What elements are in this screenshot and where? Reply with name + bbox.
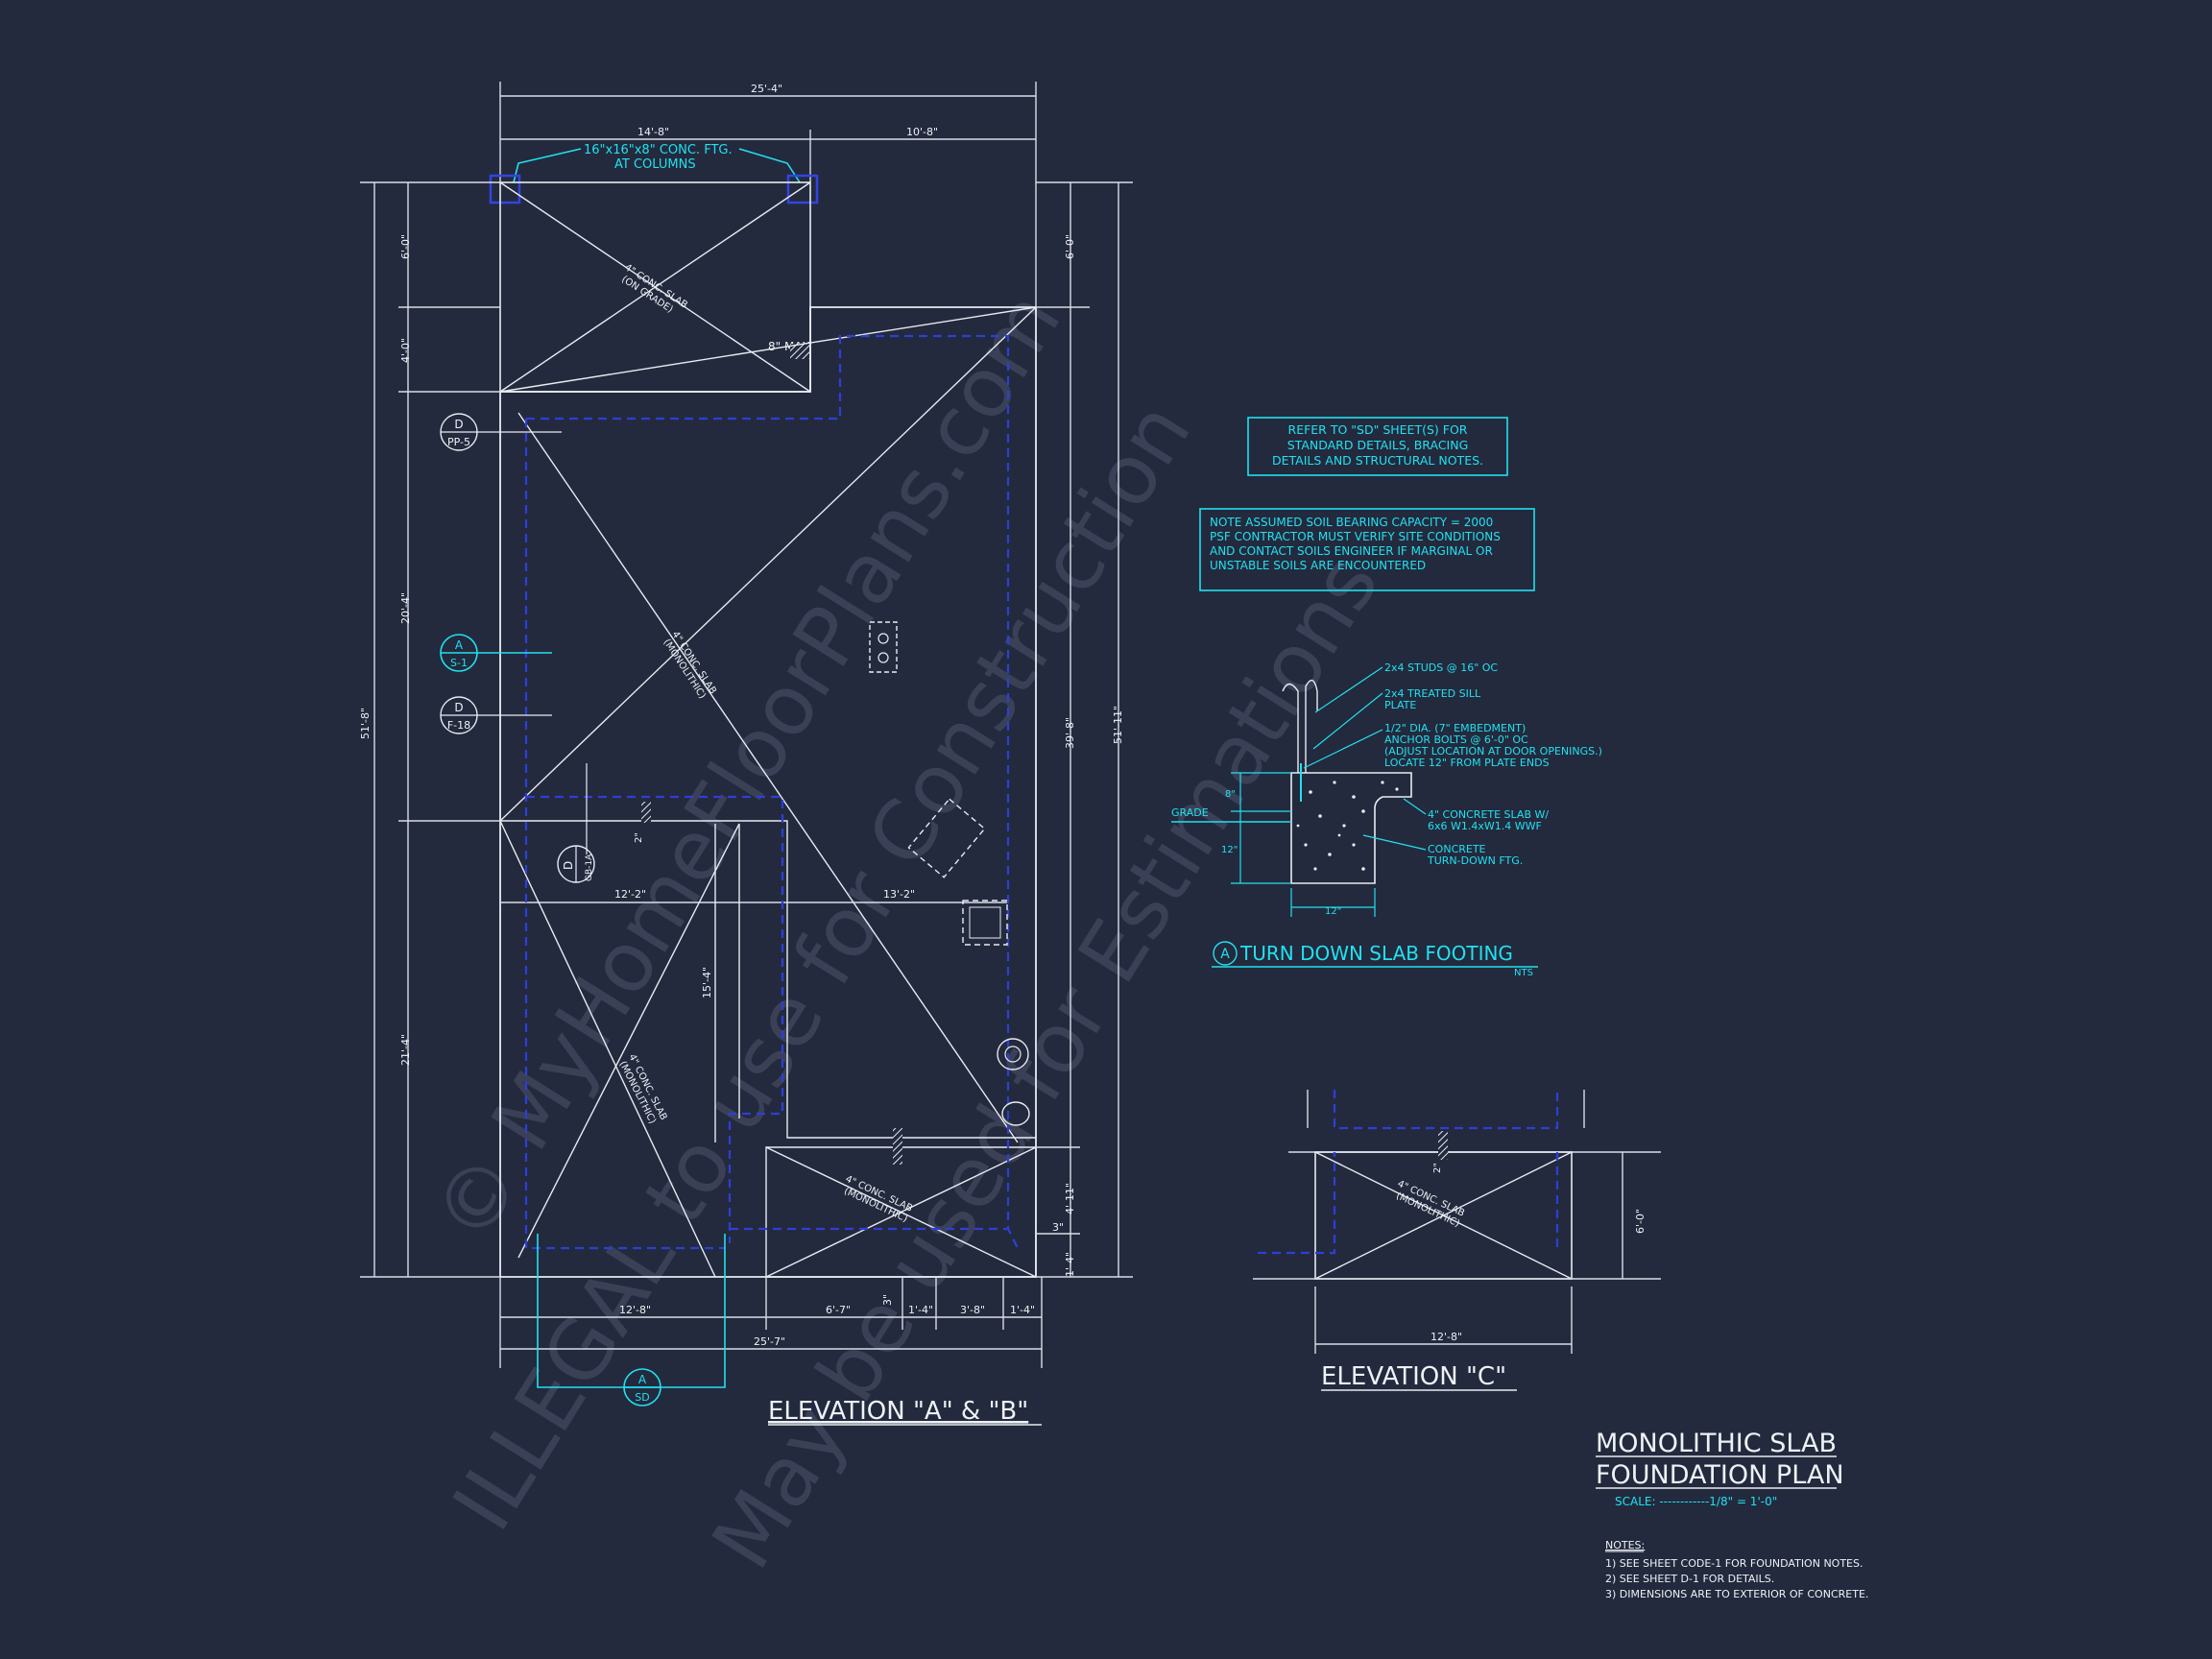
dim-right-39: 39'-8"	[1064, 717, 1076, 749]
elevation-c: 2" 4" CONC. SLAB (MONOLITHIC) 6'-0" 12'-…	[1253, 1090, 1661, 1391]
tag-d-f18-bottom: F-18	[447, 719, 470, 732]
dim-bottom-overall: 25'-7"	[754, 1335, 785, 1348]
dim-13-2: 13'-2"	[883, 888, 915, 901]
note-box-soil-line-2: PSF CONTRACTOR MUST VERIFY SITE CONDITIO…	[1210, 530, 1501, 543]
dim-3-right: 3"	[1052, 1221, 1064, 1234]
elev-c-drop: 2"	[1432, 1163, 1443, 1173]
tag-d-pp5-bottom: PP-5	[447, 436, 470, 448]
note-box-soil-line-1: NOTE ASSUMED SOIL BEARING CAPACITY = 200…	[1210, 516, 1493, 529]
tag-a-s1-top: A	[455, 638, 464, 652]
detail-dim-12h: 12"	[1325, 906, 1341, 917]
dim-bottom-3-8: 3'-8"	[960, 1304, 985, 1316]
tag-a-sd-top: A	[638, 1373, 647, 1386]
title-scale: SCALE: ------------1/8" = 1'-0"	[1615, 1495, 1777, 1508]
note-box-soil-line-3: AND CONTACT SOILS ENGINEER IF MARGINAL O…	[1210, 544, 1493, 558]
tag-a-sd-bottom: SD	[635, 1391, 649, 1404]
note-item-3: 3) DIMENSIONS ARE TO EXTERIOR OF CONCRET…	[1605, 1588, 1868, 1600]
dim-left-21: 21'-4"	[399, 1034, 412, 1066]
dim-bottom-1-4a: 1'-4"	[908, 1304, 933, 1316]
tag-d-gb1a[interactable]: D GB-1A	[557, 763, 595, 883]
note-item-2: 2) SEE SHEET D-1 FOR DETAILS.	[1605, 1573, 1774, 1585]
dim-bottom-1-4b: 1'-4"	[1010, 1304, 1035, 1316]
footing-section	[1290, 772, 1412, 884]
dim-right-4-11: 4'-11"	[1064, 1183, 1076, 1214]
column-footing-right	[786, 174, 819, 204]
detail-dim-12v: 12"	[1221, 845, 1238, 855]
footing-callout-2: AT COLUMNS	[614, 157, 696, 172]
dim-right-overall: 51'-11"	[1112, 706, 1124, 744]
note-item-1: 1) SEE SHEET CODE-1 FOR FOUNDATION NOTES…	[1605, 1557, 1863, 1570]
watermark: © MyHomeFloorPlans.com ILLEGAL to use fo…	[416, 276, 1398, 1585]
tag-d-pp5[interactable]: D PP-5	[440, 413, 562, 451]
dim-left-overall: 51'-8"	[359, 708, 372, 739]
tag-d-f18[interactable]: D F-18	[440, 696, 552, 734]
detail-title: TURN DOWN SLAB FOOTING	[1239, 942, 1513, 965]
note-box-sd-line-3: DETAILS AND STRUCTURAL NOTES.	[1272, 453, 1483, 468]
dim-right-6: 6'-0"	[1064, 234, 1076, 259]
general-notes: NOTES: 1) SEE SHEET CODE-1 FOR FOUNDATIO…	[1605, 1539, 1868, 1600]
detail-sill-1: 2x4 TREATED SILL	[1384, 687, 1481, 700]
detail-scale: NTS	[1514, 968, 1533, 978]
footing-callout-1: 16"x16"x8" CONC. FTG.	[584, 143, 733, 157]
dim-bottom-6-7: 6'-7"	[826, 1304, 851, 1316]
detail-slab-2: 6x6 W1.4xW1.4 WWF	[1428, 820, 1542, 832]
title-line-1: MONOLITHIC SLAB	[1596, 1429, 1837, 1458]
detail-tag: A	[1220, 947, 1230, 962]
dim-3-bottom: 3"	[881, 1294, 894, 1306]
tag-d-gb1a-bottom: GB-1A	[585, 854, 594, 881]
dim-top-right: 10'-8"	[906, 126, 938, 138]
drop-2-left: 2"	[634, 832, 644, 843]
dim-bottom-12-8: 12'-8"	[619, 1304, 651, 1316]
detail-dim-8: 8"	[1225, 789, 1236, 800]
detail-sill-2: PLATE	[1384, 699, 1416, 711]
turn-down-detail: GRADE 8" 12" 12" 2x4 STUDS @ 16" OC 2x4 …	[1171, 661, 1602, 978]
title-block: MONOLITHIC SLAB FOUNDATION PLAN SCALE: -…	[1596, 1429, 1844, 1508]
dim-left-20: 20'-4"	[399, 592, 412, 624]
detail-anchor-1: 1/2" DIA. (7" EMBEDMENT)	[1384, 722, 1526, 734]
column-footing-left	[489, 174, 521, 204]
note-box-sd: REFER TO "SD" SHEET(S) FOR STANDARD DETA…	[1247, 417, 1508, 476]
note-box-soil: NOTE ASSUMED SOIL BEARING CAPACITY = 200…	[1199, 508, 1535, 591]
grade-label: GRADE	[1171, 806, 1209, 819]
main-plan: 25'-4" 14'-8" 10'-8" 16"x16"x8" CONC. FT…	[359, 82, 1133, 1426]
notes-heading: NOTES:	[1605, 1539, 1645, 1551]
title-line-2: FOUNDATION PLAN	[1596, 1460, 1844, 1490]
dim-top-left: 14'-8"	[637, 126, 669, 138]
detail-anchor-2: ANCHOR BOLTS @ 6'-0" OC	[1384, 733, 1528, 746]
elev-c-dim-w: 12'-8"	[1431, 1331, 1462, 1343]
detail-ftg-1: CONCRETE	[1428, 843, 1486, 855]
dim-left-6: 6'-0"	[399, 234, 412, 259]
tag-a-s1-bottom: S-1	[450, 657, 468, 669]
note-box-sd-line-2: STANDARD DETAILS, BRACING	[1287, 438, 1469, 452]
note-box-sd-line-1: REFER TO "SD" SHEET(S) FOR	[1288, 422, 1468, 437]
tag-d-pp5-top: D	[454, 418, 463, 431]
tag-a-sd[interactable]: A SD	[537, 1234, 726, 1407]
detail-anchor-3: (ADJUST LOCATION AT DOOR OPENINGS.)	[1384, 745, 1602, 757]
detail-studs: 2x4 STUDS @ 16" OC	[1384, 661, 1498, 674]
dim-top-overall: 25'-4"	[751, 83, 782, 95]
elev-c-dim-h: 6'-0"	[1634, 1209, 1647, 1234]
dim-15-4: 15'-4"	[701, 967, 713, 998]
dim-left-4: 4'-0"	[399, 338, 412, 363]
detail-slab-1: 4" CONCRETE SLAB W/	[1428, 808, 1549, 821]
plan-title: ELEVATION "A" & "B"	[768, 1397, 1028, 1426]
elev-c-title: ELEVATION "C"	[1321, 1362, 1506, 1391]
detail-ftg-2: TURN-DOWN FTG.	[1427, 854, 1523, 867]
dim-12-2: 12'-2"	[614, 888, 646, 901]
tag-d-gb1a-top: D	[562, 861, 575, 870]
tag-d-f18-top: D	[454, 701, 463, 714]
tag-a-s1[interactable]: A S-1	[440, 634, 552, 672]
detail-anchor-4: LOCATE 12" FROM PLATE ENDS	[1384, 757, 1550, 769]
dim-right-1-4: 1'-4"	[1064, 1252, 1076, 1277]
note-box-soil-line-4: UNSTABLE SOILS ARE ENCOUNTERED	[1210, 559, 1426, 572]
